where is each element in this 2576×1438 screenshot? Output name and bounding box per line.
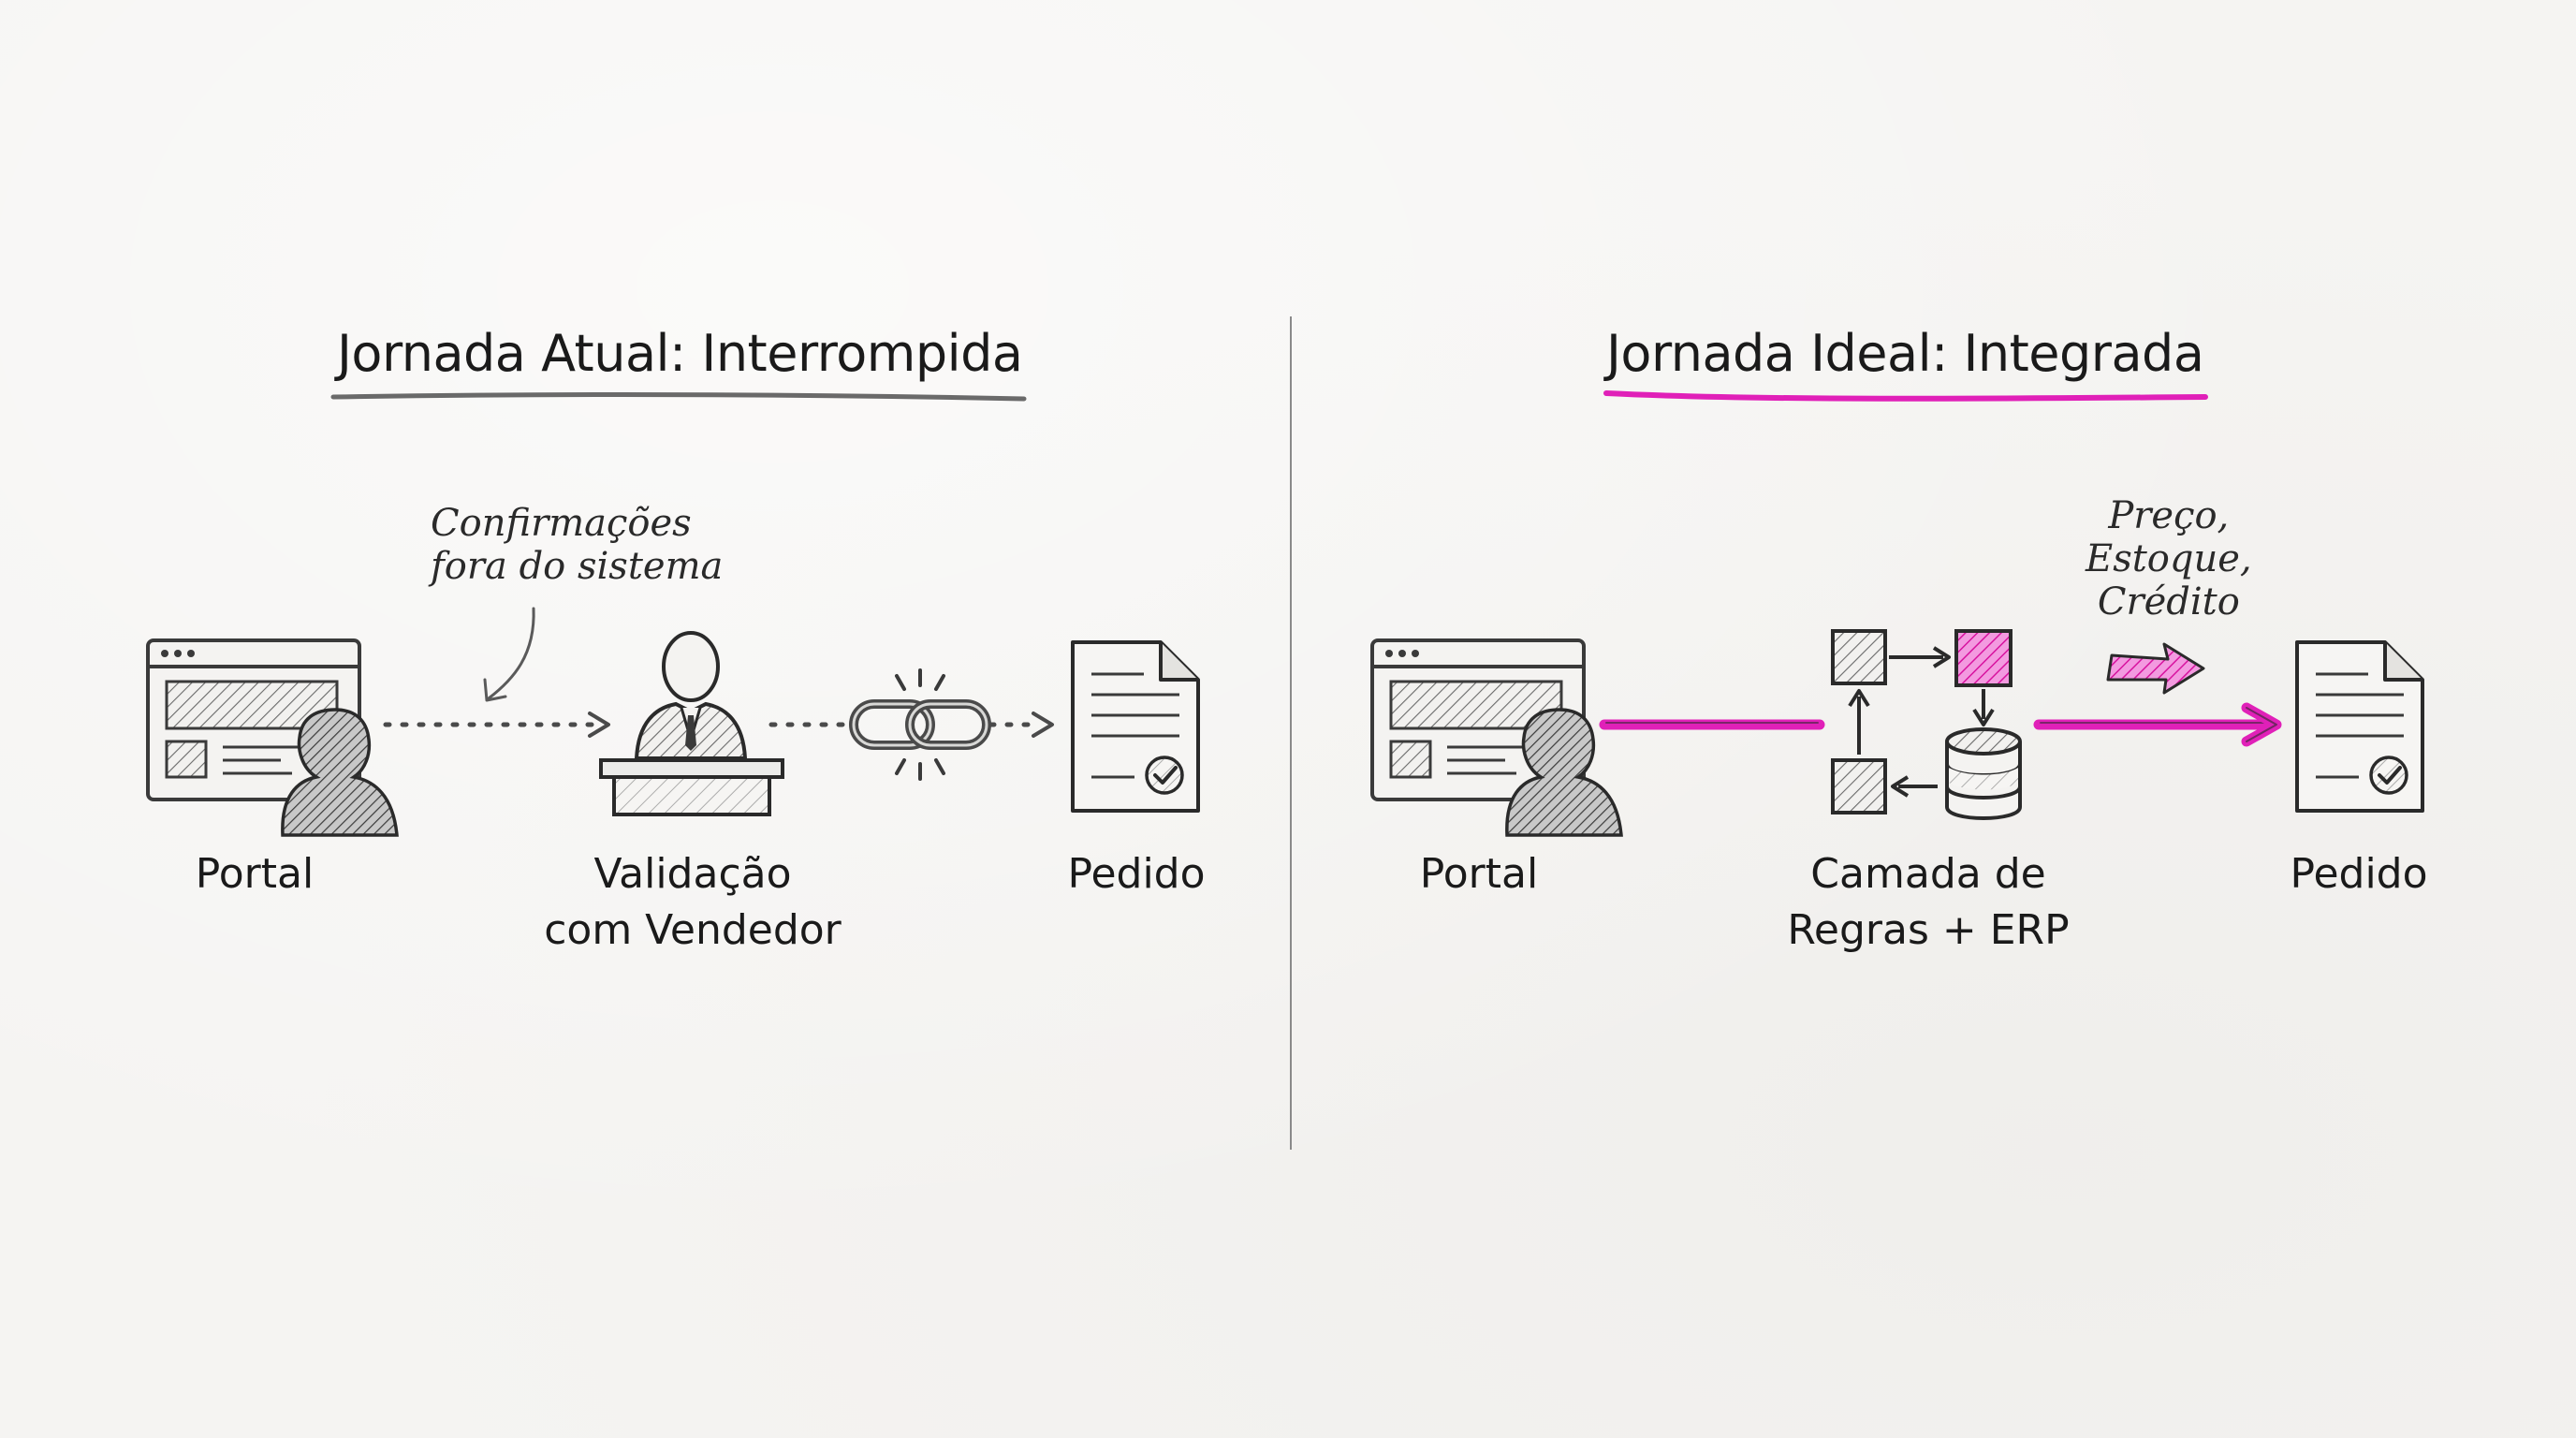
label-line: Camada de: [1810, 850, 2046, 898]
hatched-arrow-icon: [2106, 642, 2205, 695]
note-line: Estoque,: [2086, 537, 2252, 580]
step-label-order: Pedido: [1067, 846, 1205, 902]
step-label-rules-erp: Camada de Regras + ERP: [1787, 846, 2069, 959]
salesperson-at-desk-icon: [599, 631, 784, 816]
check-circle-icon: [1145, 756, 1184, 795]
user-silhouette-icon: [281, 708, 399, 837]
title-underline-left: [330, 392, 1027, 402]
current-journey-title: Jornada Atual: Interrompida: [337, 324, 1023, 383]
label-line: com Vendedor: [544, 906, 842, 954]
note-pointer-arrow: [483, 607, 535, 702]
panel-divider: [1290, 316, 1292, 1150]
step-label-order: Pedido: [2290, 846, 2427, 902]
label-line: Portal: [1419, 850, 1539, 898]
dotted-arrow-2: [768, 712, 1054, 738]
label-line: Pedido: [2290, 850, 2428, 898]
label-line: Validação: [593, 850, 792, 898]
broken-chain-link-icon: [849, 668, 991, 781]
title-underline-right: [1603, 390, 2208, 402]
user-silhouette-icon: [1505, 708, 1623, 837]
check-circle-icon: [2369, 756, 2408, 795]
step-label-portal: Portal: [196, 846, 314, 902]
label-line: Pedido: [1067, 850, 1206, 898]
step-label-validation: Validação com Vendedor: [544, 846, 842, 959]
off-system-confirmations-note: Confirmações fora do sistema: [431, 502, 723, 588]
integration-arrow: [2033, 702, 2282, 747]
browser-window-icon: [1370, 638, 1586, 801]
database-icon: [1945, 727, 2022, 820]
note-line: fora do sistema: [431, 545, 724, 588]
label-line: Portal: [195, 850, 315, 898]
dotted-arrow-1: [383, 712, 610, 738]
step-label-portal: Portal: [1420, 846, 1538, 902]
note-line: Preço,: [2108, 494, 2230, 537]
flow-squares-icon: [1831, 629, 2012, 814]
price-stock-credit-note: Preço, Estoque, Crédito: [2086, 494, 2252, 624]
ideal-journey-title: Jornada Ideal: Integrada: [1606, 324, 2204, 383]
note-line: Confirmações: [431, 502, 692, 545]
note-line: Crédito: [2097, 580, 2240, 624]
label-line: Regras + ERP: [1787, 906, 2070, 954]
